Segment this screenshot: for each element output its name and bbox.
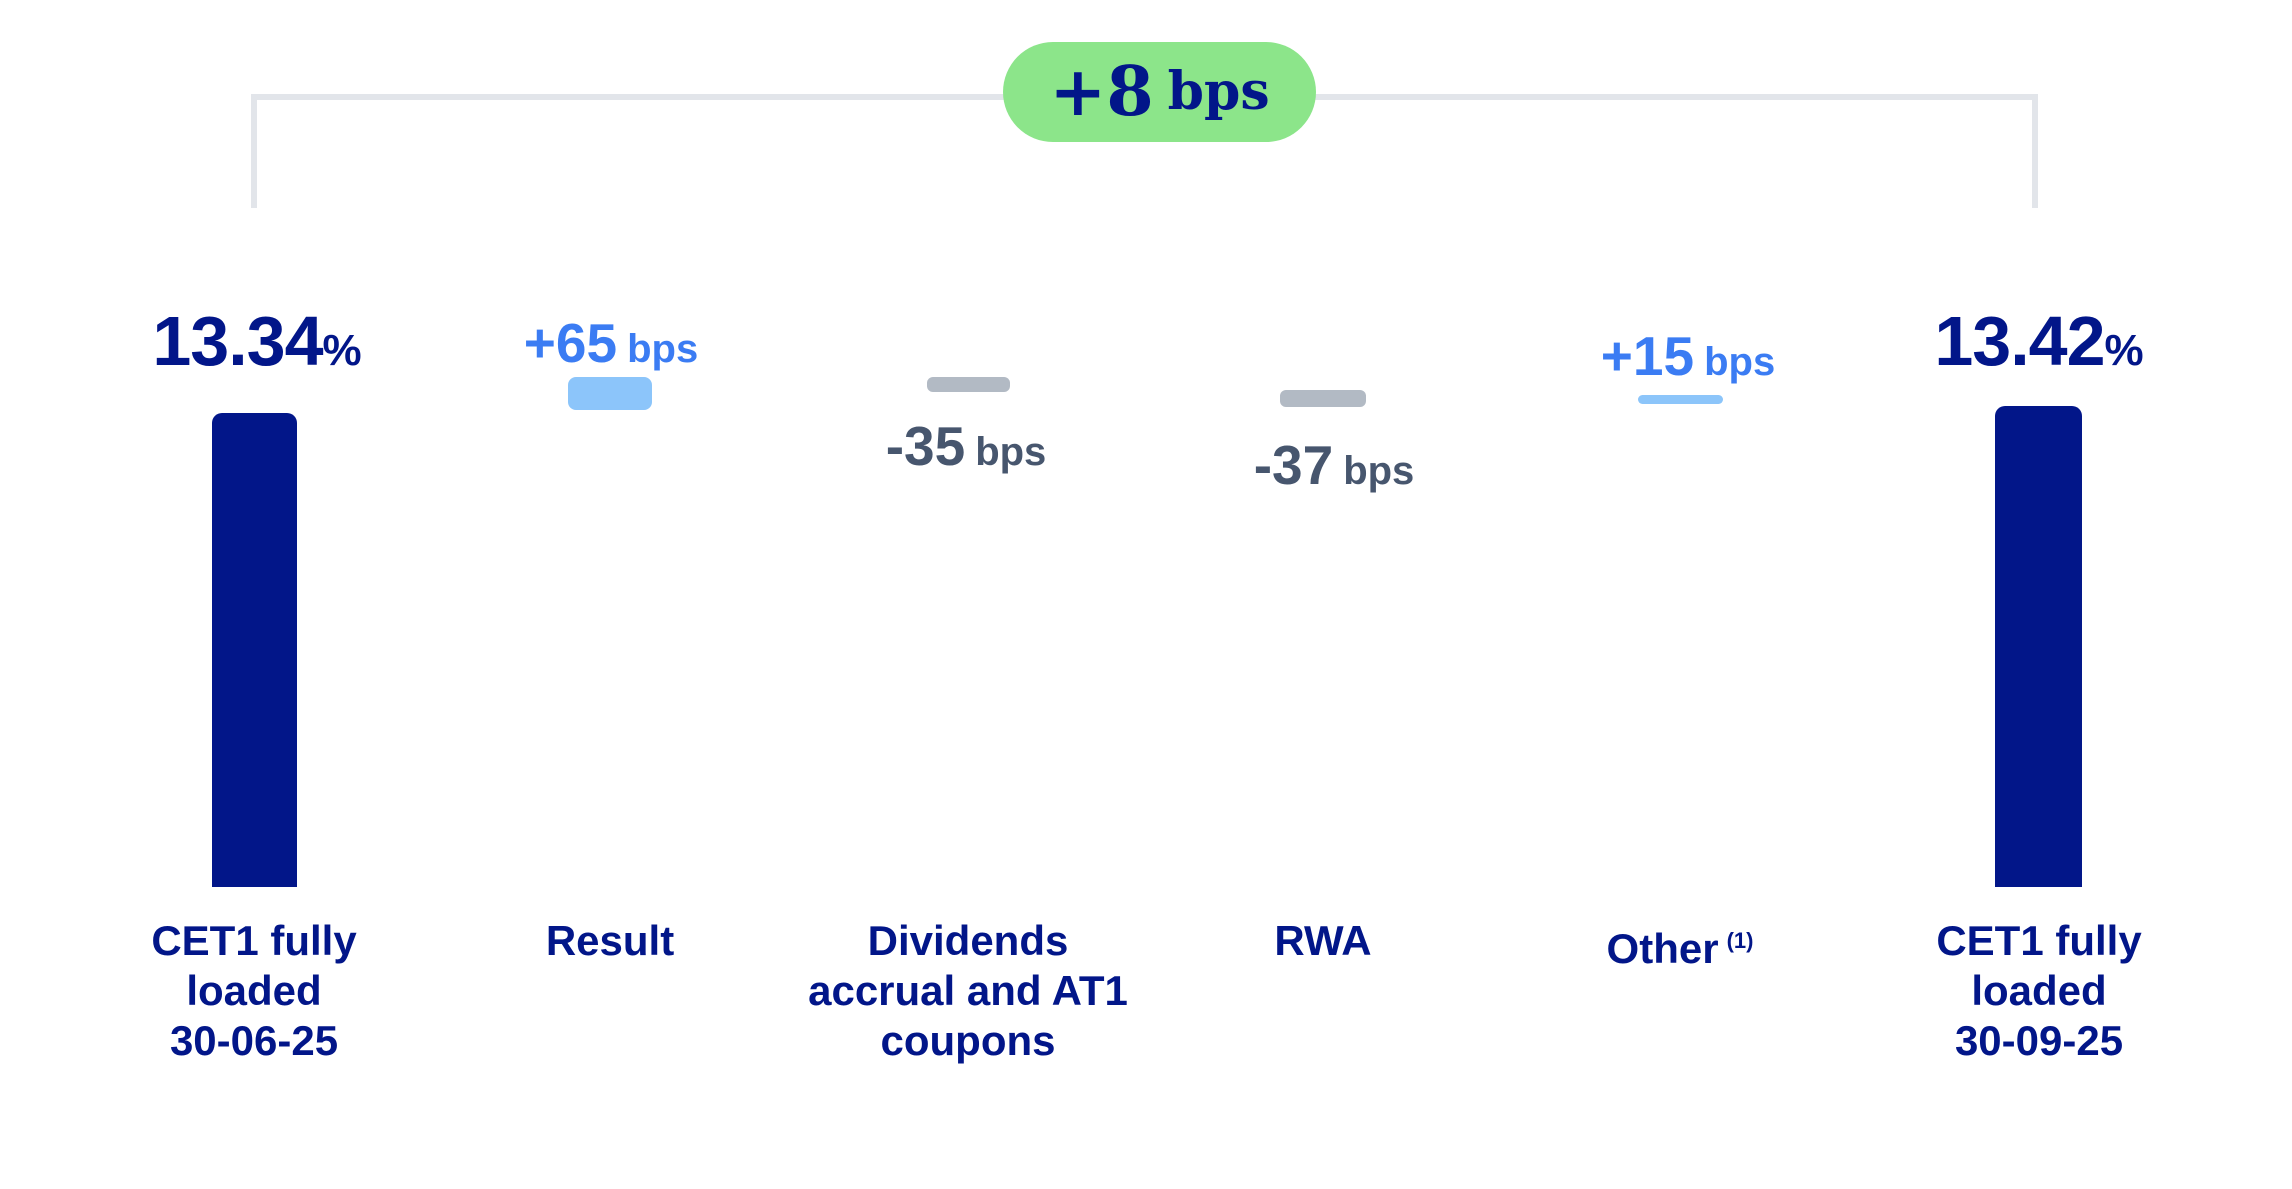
dividends-bar <box>927 377 1010 392</box>
start-category-label: CET1 fully loaded 30-06-25 <box>151 917 357 1064</box>
dividends-category-label: Dividends accrual and AT1 coupons <box>808 917 1128 1064</box>
result-category-label: Result <box>545 917 675 964</box>
rwa-bar <box>1280 390 1366 407</box>
start-value-number: 13.34 <box>152 302 323 380</box>
start-value-label: 13.34% <box>152 306 361 376</box>
other-category-label: Other(1) <box>1606 925 1754 972</box>
end-value-number: 13.42 <box>1934 302 2105 380</box>
result-bar <box>568 377 652 410</box>
footnote-marker: (1) <box>1726 928 1754 953</box>
end-total-bar <box>1995 406 2082 887</box>
start-total-bar <box>212 413 297 887</box>
net-change-value: +8 <box>1049 52 1154 132</box>
bracket-right-tick <box>2032 94 2038 208</box>
rwa-category-label: RWA <box>1274 917 1372 964</box>
end-category-label: CET1 fully loaded 30-09-25 <box>1936 917 2142 1064</box>
end-value-percent-sign: % <box>2104 326 2144 375</box>
bracket-left-tick <box>251 94 257 208</box>
net-change-unit: bps <box>1167 61 1270 122</box>
net-change-badge: +8 bps <box>1003 42 1316 142</box>
start-value-percent-sign: % <box>322 326 362 375</box>
other-bar <box>1638 395 1723 404</box>
end-value-label: 13.42% <box>1934 306 2143 376</box>
